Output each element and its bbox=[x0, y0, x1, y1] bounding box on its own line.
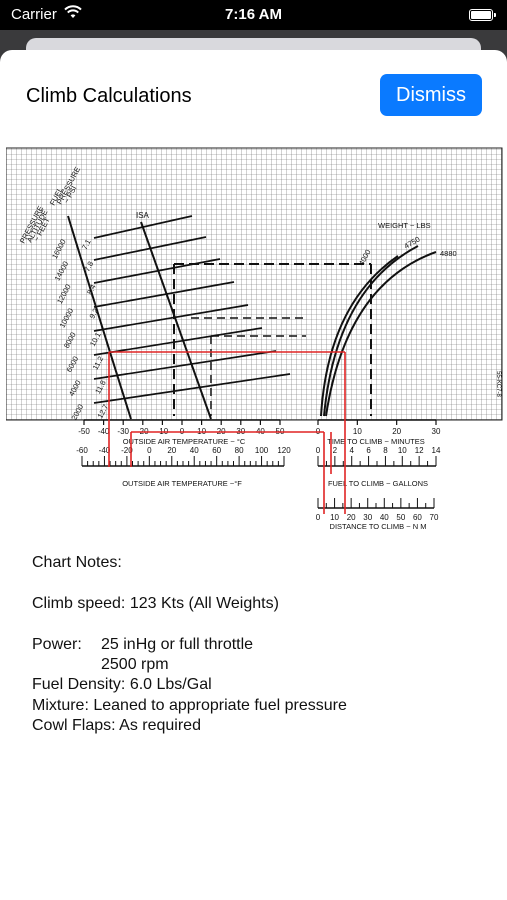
altitude-line bbox=[93, 281, 235, 308]
fuel-pressure-value: 7.1 bbox=[80, 238, 93, 251]
fuel-tick-label: 2 bbox=[333, 446, 338, 455]
notes-power-2: 2500 rpm bbox=[101, 656, 169, 673]
carrier-label: Carrier bbox=[11, 6, 57, 23]
altitude-line bbox=[93, 304, 249, 332]
distance-tick-label: 20 bbox=[347, 513, 356, 522]
distance-tick-label: 60 bbox=[413, 513, 422, 522]
altitude-line bbox=[93, 373, 291, 404]
notes-cowl-flaps: Cowl Flaps: As required bbox=[32, 717, 201, 735]
notes-power: Power: 25 inHg or full throttle bbox=[32, 635, 482, 655]
time-tick-label: 20 bbox=[392, 427, 401, 436]
weight-label: WEIGHT ~ LBS bbox=[378, 221, 431, 230]
oat-f-tick-label: 0 bbox=[147, 446, 152, 455]
distance-tick-label: 0 bbox=[316, 513, 321, 522]
wifi-icon bbox=[64, 5, 82, 18]
fuel-pressure-value: 8.4 bbox=[85, 283, 98, 296]
sheet-title: Climb Calculations bbox=[26, 85, 192, 107]
oat-f-axis-label: OUTSIDE AIR TEMPERATURE ~°F bbox=[122, 479, 242, 488]
notes-header: Chart Notes: bbox=[32, 554, 122, 571]
fuel-pressure-value: 7.8 bbox=[82, 260, 95, 273]
fuel-tick-label: 6 bbox=[366, 446, 371, 455]
weight-4880-label: 4880 bbox=[440, 249, 457, 258]
fuel-tick-label: 4 bbox=[349, 446, 354, 455]
notes-power-label: Power: bbox=[32, 635, 82, 653]
fuel-axis-label: FUEL TO CLIMB ~ GALLONS bbox=[328, 479, 428, 488]
oat-f-tick-label: 120 bbox=[277, 446, 291, 455]
weight-4750-curve bbox=[323, 245, 419, 417]
distance-tick-label: 10 bbox=[330, 513, 339, 522]
fuel-pressure-value: 9.2 bbox=[87, 307, 100, 320]
dismiss-button[interactable]: Dismiss bbox=[380, 74, 482, 116]
oat-c-tick-label: -50 bbox=[78, 427, 90, 436]
altitude-boundary bbox=[67, 215, 132, 420]
oat-f-tick-label: 80 bbox=[235, 446, 244, 455]
figure-code: 55-KC7-8 bbox=[495, 371, 501, 397]
oat-c-tick-label: -30 bbox=[117, 427, 129, 436]
fuel-tick-label: 10 bbox=[398, 446, 407, 455]
distance-tick-label: 50 bbox=[396, 513, 405, 522]
time-tick-label: 10 bbox=[353, 427, 362, 436]
distance-tick-label: 40 bbox=[380, 513, 389, 522]
oat-f-tick-label: 100 bbox=[255, 446, 269, 455]
oat-f-tick-label: 60 bbox=[212, 446, 221, 455]
notes-spacer bbox=[32, 573, 482, 593]
distance-axis-label: DISTANCE TO CLIMB ~ N M bbox=[330, 522, 427, 531]
oat-f-tick-label: -20 bbox=[121, 446, 133, 455]
oat-c-axis-label: OUTSIDE AIR TEMPERATURE ~ °C bbox=[123, 437, 246, 446]
fuel-tick-label: 14 bbox=[432, 446, 441, 455]
time-axis-label: TIME TO CLIMB ~ MINUTES bbox=[327, 437, 424, 446]
fuel-tick-label: 8 bbox=[383, 446, 388, 455]
status-bar: Carrier 7:16 AM bbox=[0, 0, 507, 30]
notes-fuel-density: Fuel Density: 6.0 Lbs/Gal bbox=[32, 676, 212, 694]
chart-solution-lines bbox=[108, 351, 346, 514]
weight-4880-curve bbox=[325, 251, 437, 417]
fuel-tick-label: 12 bbox=[415, 446, 424, 455]
chart-grid bbox=[5, 147, 503, 421]
chart-lines bbox=[67, 215, 437, 509]
altitude-line bbox=[93, 327, 263, 356]
notes-spacer bbox=[32, 614, 482, 634]
isa-line bbox=[140, 221, 212, 420]
chart-notes: Chart Notes: Climb speed: 123 Kts (All W… bbox=[32, 553, 482, 737]
time-tick-label: 30 bbox=[432, 427, 441, 436]
notes-mixture: Mixture: Leaned to appropriate fuel pres… bbox=[32, 696, 347, 714]
oat-f-tick-label: 20 bbox=[167, 446, 176, 455]
oat-c-tick-label: -40 bbox=[98, 427, 110, 436]
isa-label: ISA bbox=[136, 211, 150, 220]
distance-tick-label: 70 bbox=[430, 513, 439, 522]
oat-f-tick-label: -40 bbox=[99, 446, 111, 455]
altitude-line bbox=[93, 215, 193, 239]
notes-climb-speed: Climb speed: 123 Kts (All Weights) bbox=[32, 594, 279, 612]
clock: 7:16 AM bbox=[225, 6, 282, 23]
battery-icon bbox=[469, 9, 496, 21]
distance-tick-label: 30 bbox=[363, 513, 372, 522]
weight-4000-curve bbox=[320, 255, 399, 417]
fuel-tick-label: 0 bbox=[316, 446, 321, 455]
altitude-line bbox=[93, 350, 277, 380]
altitude-line bbox=[93, 236, 207, 261]
oat-f-tick-label: 40 bbox=[190, 446, 199, 455]
oat-f-tick-label: -60 bbox=[76, 446, 88, 455]
notes-power-1: 25 inHg or full throttle bbox=[101, 635, 254, 653]
